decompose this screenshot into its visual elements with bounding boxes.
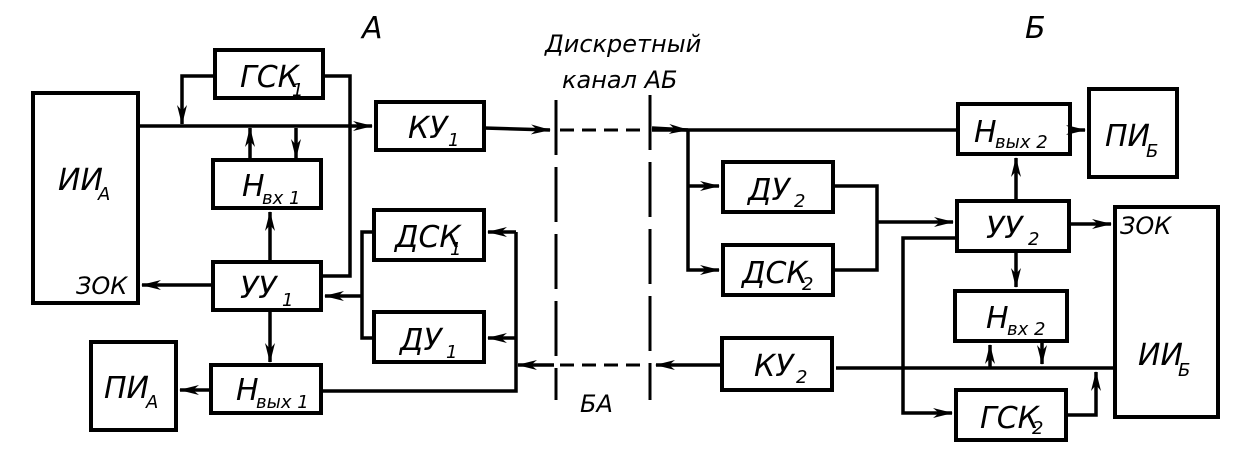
svg-text:ИИ: ИИ: [1138, 338, 1183, 373]
svg-text:ПИ: ПИ: [1105, 119, 1150, 154]
svg-text:ДУ: ДУ: [398, 323, 443, 358]
block-du1: ДУ 1: [372, 310, 486, 364]
block-uu2: УУ 2: [955, 199, 1071, 253]
svg-text:1: 1: [292, 80, 303, 101]
zok-port-b: ЗОК: [1120, 212, 1172, 240]
svg-text:ГСК: ГСК: [980, 401, 1041, 436]
line-du2-dsk2-join: [833, 184, 879, 272]
svg-text:1: 1: [282, 290, 293, 311]
zok-port-a: ЗОК: [76, 272, 128, 300]
line-rx-bus-a: [321, 232, 518, 393]
svg-text:2: 2: [1032, 418, 1043, 439]
channel-return-label: БА: [580, 390, 613, 418]
block-dsk1: ДСК 1: [372, 208, 486, 262]
svg-text:Б: Б: [1178, 360, 1190, 381]
svg-text:2: 2: [796, 367, 807, 388]
station-a-label: А: [360, 11, 383, 46]
line-gsk1-to-uu1: [323, 74, 352, 278]
block-uu1: УУ 1: [211, 260, 323, 312]
svg-text:Н: Н: [242, 169, 265, 204]
svg-text:1: 1: [448, 130, 459, 151]
svg-text:Н: Н: [986, 301, 1009, 336]
svg-text:ГСК: ГСК: [240, 60, 301, 95]
svg-text:вых 2: вых 2: [995, 132, 1048, 153]
block-dsk2: ДСК 2: [721, 243, 835, 297]
svg-text:Н: Н: [974, 115, 997, 150]
svg-text:ДСК: ДСК: [393, 220, 462, 255]
svg-text:КУ: КУ: [408, 111, 449, 146]
svg-text:вых 1: вых 1: [256, 392, 309, 413]
svg-text:вх 2: вх 2: [1007, 319, 1045, 340]
svg-text:Н: Н: [236, 373, 259, 408]
channel-label-line1: Дискретный: [544, 30, 701, 58]
svg-text:2: 2: [794, 191, 805, 212]
block-du2: ДУ 2: [721, 160, 835, 214]
block-pi-a: ПИ А: [89, 340, 178, 432]
block-ku1: КУ 1: [374, 100, 486, 152]
block-pi-b: ПИ Б: [1087, 87, 1179, 179]
block-ku2: КУ 2: [720, 336, 834, 392]
svg-text:1: 1: [446, 342, 457, 363]
svg-text:вх 1: вх 1: [262, 188, 300, 209]
block-ii-b: ЗОК ИИ Б: [1113, 205, 1220, 419]
svg-text:2: 2: [802, 274, 813, 295]
station-b-label: Б: [1025, 11, 1046, 46]
line-dsk1-du1-join: [360, 230, 374, 340]
block-gsk1: ГСК 1: [213, 48, 325, 101]
svg-text:КУ: КУ: [754, 349, 795, 384]
line-gsk1-to-bus: [177, 74, 215, 125]
channel-label-line2: канал АБ: [562, 66, 677, 94]
svg-text:УУ: УУ: [240, 271, 278, 306]
block-nvx1: Н вх 1: [211, 158, 323, 210]
block-nvyx2: Н вых 2: [956, 102, 1072, 156]
line-ku1-to-channel: [483, 124, 551, 135]
svg-text:2: 2: [1028, 229, 1039, 250]
svg-text:1: 1: [450, 239, 461, 260]
svg-text:ДУ: ДУ: [746, 173, 791, 208]
block-ii-a: ИИ А ЗОК: [31, 91, 140, 305]
svg-text:Б: Б: [1146, 141, 1158, 162]
arrow-rx-b: [651, 123, 689, 134]
block-nvx2: Н вх 2: [953, 289, 1069, 343]
line-rx-to-dsk2: [686, 130, 720, 275]
svg-text:А: А: [145, 392, 158, 413]
line-gsk2-to-bus: [1066, 371, 1101, 417]
svg-text:А: А: [97, 184, 110, 205]
svg-text:УУ: УУ: [986, 211, 1024, 246]
svg-text:ИИ: ИИ: [58, 163, 103, 198]
line-uu2-to-gsk2: [901, 236, 957, 418]
block-gsk2: ГСК 2: [954, 388, 1068, 442]
svg-text:ПИ: ПИ: [104, 371, 149, 406]
block-nvyx1: Н вых 1: [209, 363, 323, 415]
svg-text:ДСК: ДСК: [740, 256, 809, 291]
